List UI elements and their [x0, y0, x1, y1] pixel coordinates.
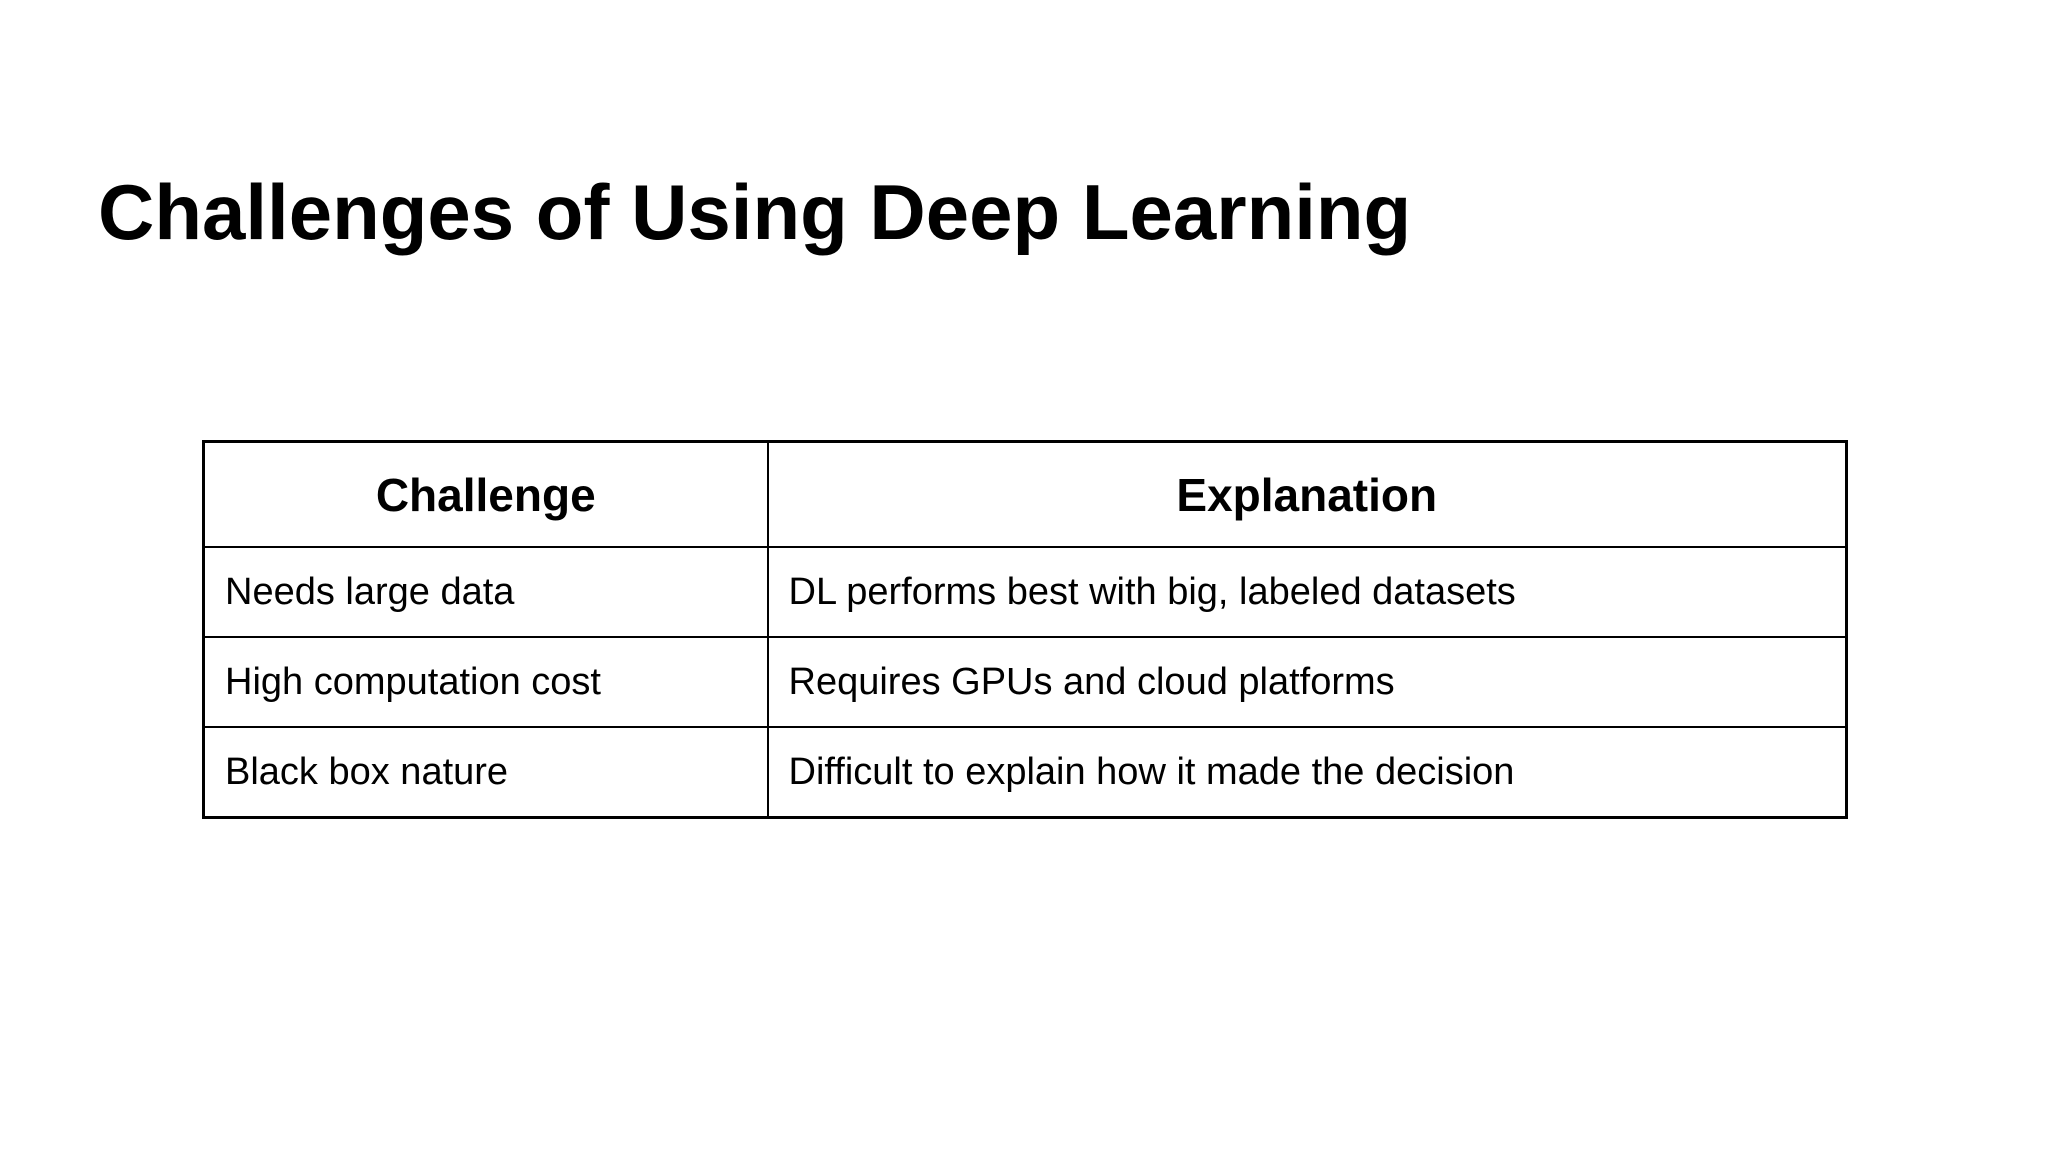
- table-row: High computation cost Requires GPUs and …: [202, 636, 1848, 728]
- challenge-cell: High computation cost: [202, 636, 769, 728]
- challenge-cell: Needs large data: [202, 546, 769, 638]
- explanation-cell: DL performs best with big, labeled datas…: [766, 546, 1848, 638]
- page-title: Challenges of Using Deep Learning: [98, 168, 1412, 257]
- table-row: Needs large data DL performs best with b…: [202, 546, 1848, 638]
- challenges-table: Challenge Explanation Needs large data D…: [202, 440, 1848, 819]
- challenge-cell: Black box nature: [202, 726, 769, 819]
- explanation-cell: Difficult to explain how it made the dec…: [766, 726, 1848, 819]
- column-header-explanation: Explanation: [766, 440, 1848, 548]
- table-header-row: Challenge Explanation: [202, 440, 1848, 548]
- explanation-cell: Requires GPUs and cloud platforms: [766, 636, 1848, 728]
- column-header-challenge: Challenge: [202, 440, 769, 548]
- table-row: Black box nature Difficult to explain ho…: [202, 726, 1848, 819]
